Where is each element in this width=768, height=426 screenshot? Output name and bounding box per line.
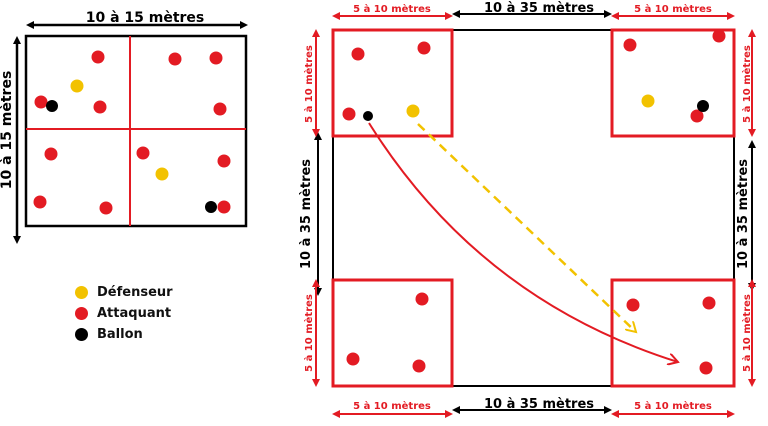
attacker-dot: [168, 52, 182, 66]
attacker-dot: [712, 29, 726, 43]
dim-label-big-left: 10 à 35 mètres: [299, 159, 314, 269]
dim-label-big-bottom: 10 à 35 mètres: [484, 397, 594, 412]
attacker-dot: [217, 154, 231, 168]
dim-label-sq-tl-top: 5 à 10 mètres: [353, 3, 431, 15]
attacker-dot: [623, 38, 637, 52]
ball-dot: [697, 100, 709, 112]
small-field-border: [24, 34, 248, 228]
attacker-run-arrow: [368, 122, 678, 362]
attacker-dot: [33, 195, 47, 209]
small-field: [24, 34, 248, 228]
dim-label-sq-tr-top: 5 à 10 mètres: [634, 3, 712, 15]
ball-swatch: [75, 327, 88, 341]
ball-dot: [46, 100, 58, 112]
attacker-dot: [91, 50, 105, 64]
attacker-dot: [209, 51, 223, 65]
defender-swatch: [75, 285, 88, 299]
dim-label-sq-br-right: 5 à 10 mètres: [741, 294, 753, 372]
attacker-swatch: [75, 306, 88, 320]
ball-dot: [205, 201, 217, 213]
defender-dot: [406, 104, 420, 118]
attacker-dot: [699, 361, 713, 375]
legend-item-attacker: Attaquant: [75, 303, 173, 323]
attacker-dot: [217, 200, 231, 214]
dim-label-sq-bl-left: 5 à 10 mètres: [303, 294, 315, 372]
dim-label-sq-tr-right: 5 à 10 mètres: [741, 45, 753, 123]
attacker-dot: [93, 100, 107, 114]
attacker-dot: [34, 95, 48, 109]
attacker-dot: [136, 146, 150, 160]
square-bottom-right: [610, 278, 736, 388]
attacker-dot: [213, 102, 227, 116]
attacker-dot: [415, 292, 429, 306]
defender-dot: [641, 94, 655, 108]
square-bottom-left: [331, 278, 454, 388]
attacker-dot: [351, 47, 365, 61]
attacker-dot: [346, 352, 360, 366]
legend: Défenseur Attaquant Ballon: [75, 282, 173, 345]
attacker-dot: [412, 359, 426, 373]
small-field-players: [33, 50, 231, 215]
attacker-dot: [44, 147, 58, 161]
legend-label: Ballon: [97, 326, 143, 342]
dim-label-sq-bl-bottom: 5 à 10 mètres: [353, 400, 431, 412]
dim-label-top-width: 10 à 15 mètres: [86, 10, 205, 26]
dim-label-sq-tl-left: 5 à 10 mètres: [303, 45, 315, 123]
legend-label: Défenseur: [97, 284, 173, 300]
square-top-right: [610, 28, 736, 138]
defender-dot: [155, 167, 169, 181]
defender-run-arrow: [417, 123, 636, 332]
big-field-players: [342, 29, 726, 375]
big-field-outline: [332, 29, 735, 387]
legend-label: Attaquant: [97, 305, 172, 321]
legend-item-ball: Ballon: [75, 324, 173, 344]
attacker-dot: [702, 296, 716, 310]
dim-label-big-right: 10 à 35 mètres: [736, 159, 751, 269]
dim-label-left-height: 10 à 15 mètres: [0, 71, 15, 190]
dim-label-sq-br-bottom: 5 à 10 mètres: [634, 400, 712, 412]
attacker-dot: [417, 41, 431, 55]
defender-dot: [70, 79, 84, 93]
legend-item-defender: Défenseur: [75, 282, 173, 302]
ball-dot: [363, 111, 373, 121]
attacker-dot: [626, 298, 640, 312]
square-top-left: [331, 28, 454, 138]
attacker-dot: [342, 107, 356, 121]
attacker-dot: [99, 201, 113, 215]
dim-label-big-top: 10 à 35 mètres: [484, 1, 594, 16]
attacker-dot: [690, 109, 704, 123]
